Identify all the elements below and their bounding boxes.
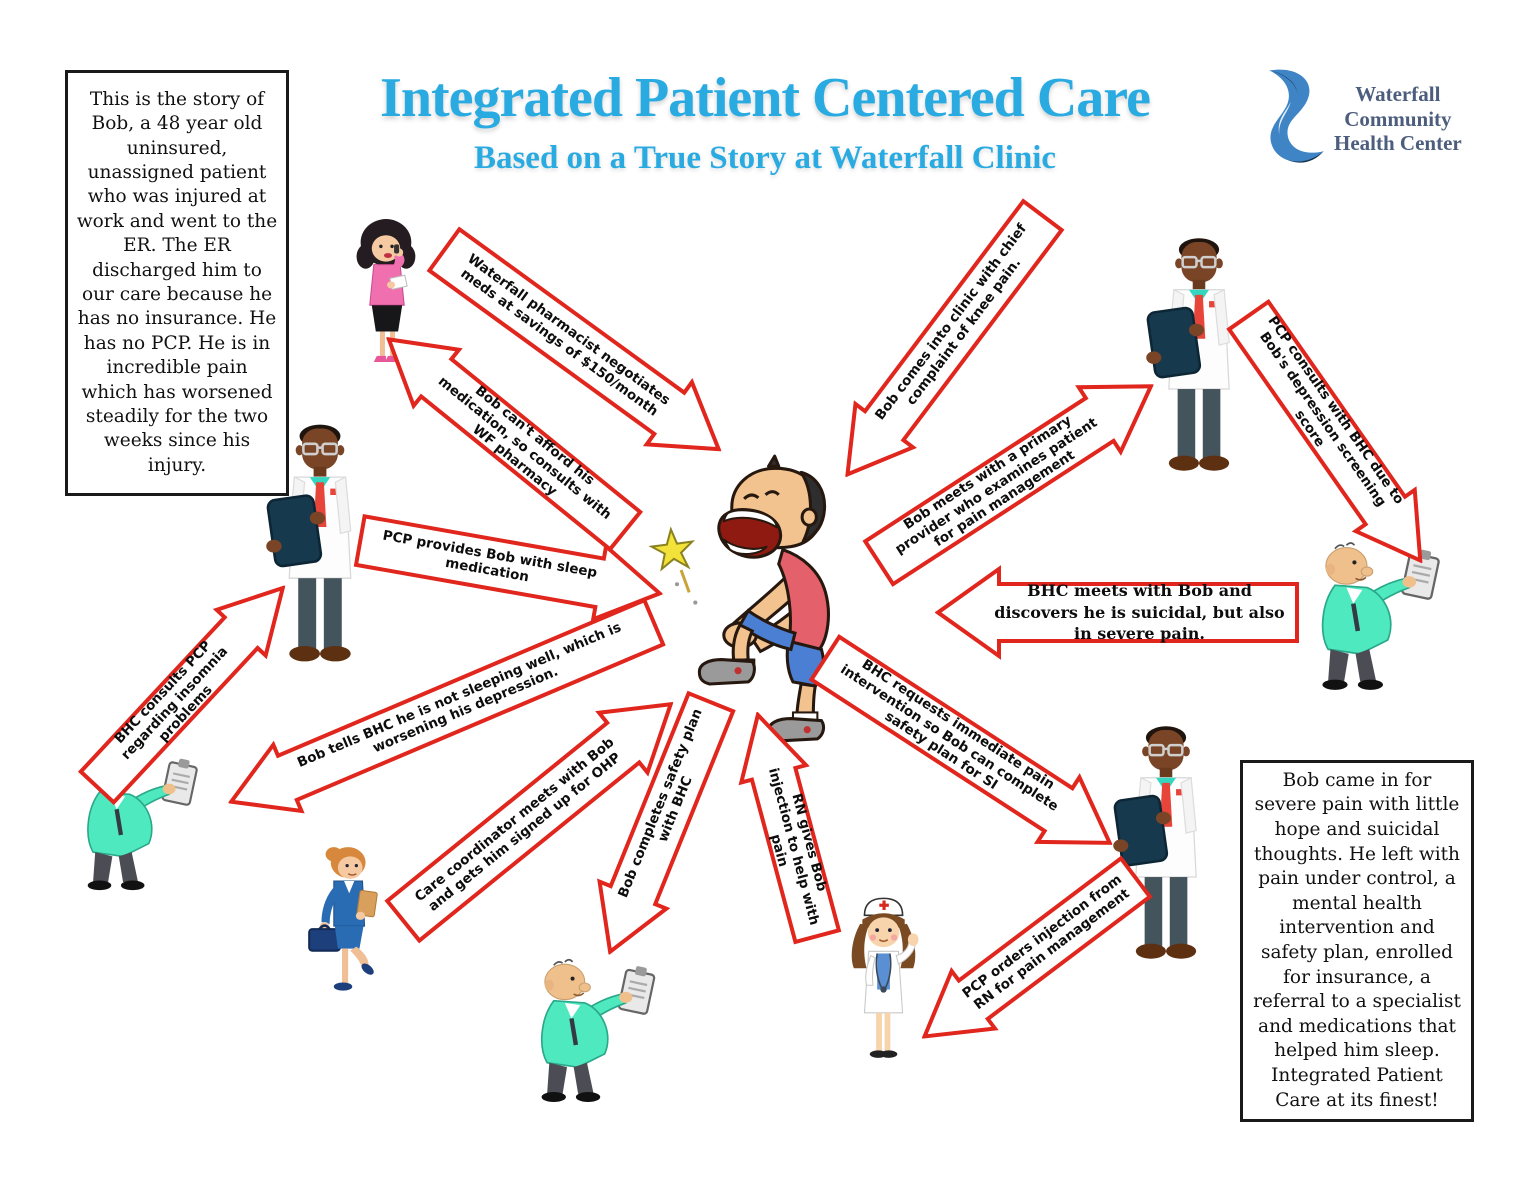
red-outline-arrow-shape (862, 384, 1155, 587)
red-outline-arrow-shape (426, 226, 722, 452)
intro-story-text: This is the story of Bob, a 48 year old … (76, 88, 278, 476)
red-outline-arrow-shape (385, 336, 644, 553)
red-outline-arrow-shape (845, 198, 1065, 478)
red-outline-arrow-shape (921, 855, 1153, 1039)
red-outline-arrow-shape (1226, 298, 1423, 564)
arrow-completes-safety-plan: Bob completes safety plan with BHC (572, 685, 749, 970)
red-outline-arrow-shape (738, 710, 842, 945)
arrow-label: BHC requests immediate pain intervention… (837, 656, 1062, 815)
arrow-pcp-consults-bhc: PCP consults with BHC due to Bob's depre… (1214, 290, 1454, 586)
arrow-requests-pain-intervention: BHC requests immediate pain intervention… (800, 621, 1136, 880)
arrow-pcp-orders-injection: PCP orders injection from RN for pain ma… (898, 844, 1162, 1070)
waterfall-swoosh-icon (1258, 60, 1332, 178)
red-outline-arrow-shape (77, 584, 286, 806)
red-outline-arrow-shape (384, 701, 674, 944)
coordinator-briefcase-icon (278, 842, 406, 1004)
arrow-cant-afford-medication: Bob can't afford his medication, so cons… (361, 306, 652, 563)
red-outline-arrow-shape (227, 597, 666, 814)
summary-story-box: Bob came in for severe pain with little … (1240, 760, 1474, 1122)
logo-line-1: Waterfall (1355, 81, 1441, 106)
care-coordinator-figure (278, 842, 406, 1004)
clinic-logo-text: Waterfall Community Health Center (1334, 82, 1462, 156)
arrow-rn-gives-injection: RN gives Bob injection to help with pain (721, 702, 854, 948)
page-subtitle: Based on a True Story at Waterfall Clini… (473, 140, 1057, 176)
arrow-bhc-consults-pcp: BHC consults PCP regarding insomnia prob… (68, 560, 312, 814)
arrow-bhc-meets-bob: BHC meets with Bob and discovers he is s… (935, 565, 1300, 660)
arrow-comes-into-clinic: Bob comes into clinic with chief complai… (814, 189, 1076, 501)
red-outline-arrow-shape (808, 634, 1113, 845)
logo-line-3: Health Center (1334, 131, 1462, 156)
arrow-not-sleeping-well: Bob tells BHC he is not sleeping well, w… (213, 584, 672, 839)
arrow-pharmacist-negotiates: Waterfall pharmacist negotiates meds at … (417, 214, 746, 486)
bhc-counselor-bottom-center-figure (515, 952, 670, 1107)
red-outline-arrow-shape (597, 690, 736, 956)
title-block: Integrated Patient Centered Care Based o… (300, 66, 1230, 177)
page-title: Integrated Patient Centered Care (380, 67, 1151, 129)
arrow-meets-primary-provider: Bob meets with a primary provider who ex… (853, 349, 1176, 600)
intro-story-box: This is the story of Bob, a 48 year old … (65, 70, 289, 496)
counselor-clipboard-icon (515, 952, 670, 1107)
arrow-label: BHC meets with Bob and discovers he is s… (994, 581, 1285, 644)
summary-story-text: Bob came in for severe pain with little … (1253, 769, 1461, 1111)
logo-line-2: Community (1344, 106, 1452, 131)
red-outline-arrow-shape (935, 565, 1299, 660)
arrow-care-coordinator-ohp: Care coordinator meets with Bob and gets… (374, 669, 699, 955)
clinic-logo: Waterfall Community Health Center (1258, 60, 1468, 178)
